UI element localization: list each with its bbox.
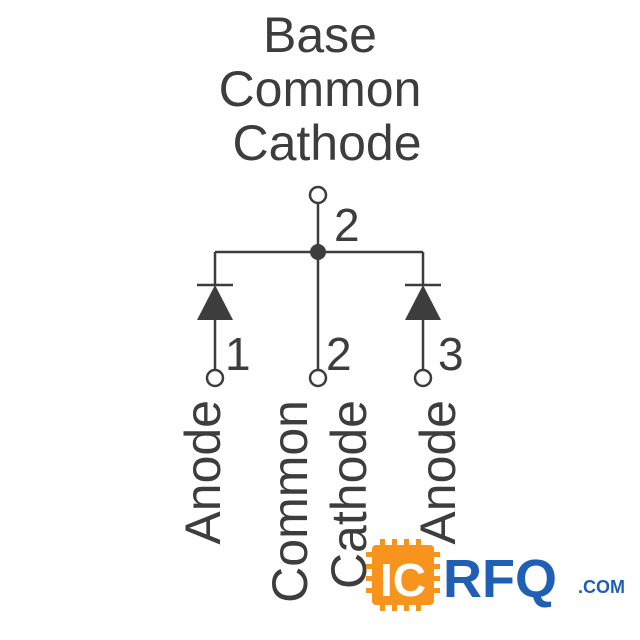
label-center-common: Common bbox=[262, 400, 318, 603]
left-terminal-circle bbox=[205, 368, 225, 388]
chip-icon: IC bbox=[366, 539, 440, 611]
watermark-ic-text: IC bbox=[380, 554, 426, 606]
pin-number-left: 1 bbox=[225, 328, 251, 380]
watermark-rfq-text: RFQ bbox=[443, 549, 557, 609]
right-diode-triangle bbox=[405, 285, 441, 320]
icrfq-watermark-logo: IC RFQ .COM bbox=[366, 539, 625, 611]
top-terminal-circle bbox=[308, 185, 328, 205]
label-right-anode: Anode bbox=[410, 400, 466, 545]
pin-number-center: 2 bbox=[326, 328, 352, 380]
left-diode-triangle bbox=[197, 285, 233, 320]
title-line-3: Cathode bbox=[232, 115, 421, 171]
label-left-anode: Anode bbox=[175, 400, 231, 545]
right-terminal-circle bbox=[413, 368, 433, 388]
title-line-2: Common bbox=[219, 61, 422, 117]
label-center-cathode: Cathode bbox=[321, 400, 377, 589]
center-terminal-circle bbox=[308, 368, 328, 388]
title-line-1: Base bbox=[263, 7, 377, 63]
pin-number-top: 2 bbox=[334, 199, 360, 251]
watermark-suffix: .COM bbox=[578, 577, 625, 597]
pin-number-right: 3 bbox=[438, 328, 464, 380]
